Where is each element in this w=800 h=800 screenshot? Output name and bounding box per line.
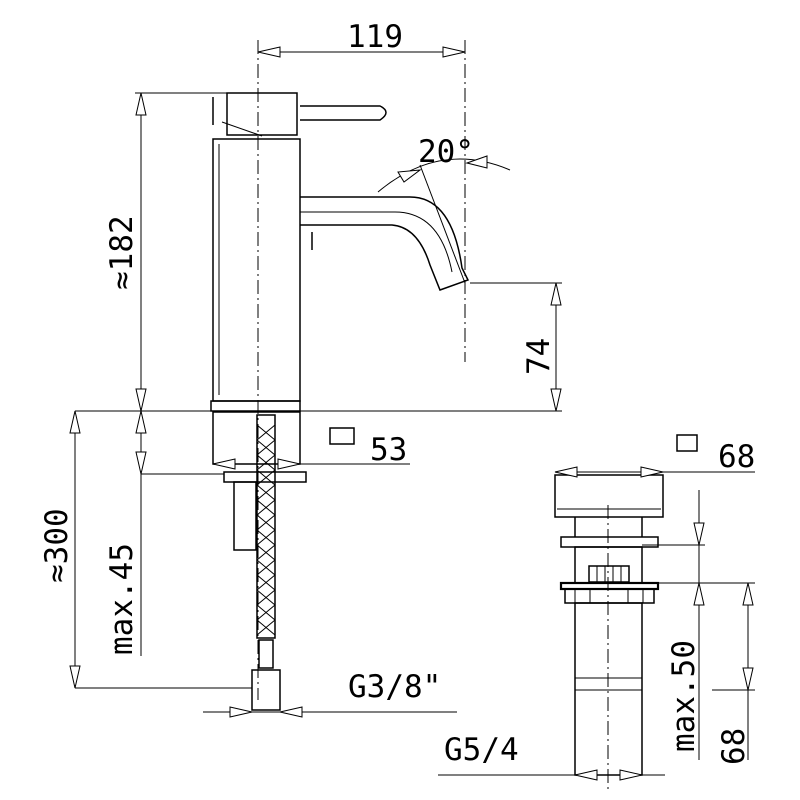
dimension-182: ≈182 [104, 92, 227, 412]
dim-waste-square: 68 [718, 439, 755, 475]
dimension-g38: G3/8" [203, 669, 457, 718]
dimension-angle: 20° [377, 134, 511, 284]
spout [300, 196, 470, 291]
dimension-300: ≈300 [39, 410, 252, 689]
braided-hose [251, 414, 281, 711]
waste-elevation [554, 474, 664, 790]
dimension-waste-max50: max.50 [642, 490, 755, 760]
dimension-waste-length: 68 [712, 582, 755, 765]
dim-waste-thread: G5/4 [444, 732, 519, 768]
faucet-body [210, 138, 301, 412]
dim-spout-height: 74 [521, 338, 557, 375]
dim-spout-reach: 119 [347, 19, 403, 55]
dimension-max45: max.45 [104, 474, 142, 656]
dim-waste-max: max.50 [666, 640, 702, 752]
dim-waste-length: 68 [716, 728, 752, 765]
dimension-74: 74 [300, 282, 562, 412]
lever-handle [212, 92, 387, 137]
dim-inlet-thread: G3/8" [348, 669, 441, 705]
faucet-elevation [210, 40, 470, 711]
dim-body-square: 53 [370, 432, 407, 468]
dimension-53: 53 [75, 410, 410, 475]
dim-hose-length: ≈300 [39, 508, 75, 583]
square-symbol-icon [329, 427, 355, 445]
square-symbol-icon [676, 434, 698, 452]
dim-spout-angle: 20° [418, 134, 474, 170]
dimension-119: 119 [257, 19, 466, 58]
mounting-block [212, 411, 307, 551]
dim-height-total: ≈182 [104, 215, 140, 290]
dimension-waste-68: 68 [554, 434, 755, 478]
dim-max-deck: max.45 [104, 543, 140, 655]
dimension-g54: G5/4 [438, 732, 665, 781]
